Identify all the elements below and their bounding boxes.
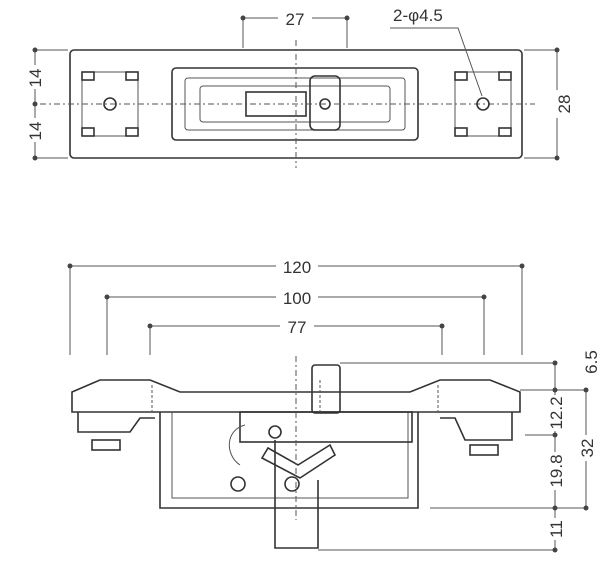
- bolt-body: [239, 411, 413, 443]
- dim-28: 28: [555, 95, 574, 114]
- dim-dot: [481, 294, 487, 300]
- slider-link: [260, 443, 337, 479]
- knob: [311, 364, 341, 414]
- dim-dot: [147, 323, 153, 329]
- dim-dot: [32, 101, 38, 107]
- label-bg: [555, 90, 575, 118]
- label-bg: [278, 8, 312, 28]
- right-clip: [440, 412, 513, 441]
- pocket-tab: [498, 127, 512, 137]
- left-pocket: [81, 71, 139, 137]
- pocket-tab: [125, 127, 139, 137]
- screw-hole-right: [476, 97, 490, 111]
- label-bg: [26, 118, 44, 142]
- side-view: 120 100 77: [67, 256, 600, 553]
- dim-dot: [344, 15, 350, 21]
- label-bg: [546, 518, 564, 540]
- dim-dot: [552, 432, 558, 438]
- dim-120: 120: [283, 258, 311, 277]
- pocket-tab: [81, 127, 95, 137]
- dim-dot: [519, 263, 525, 269]
- right-nut: [469, 444, 499, 456]
- housing-inner: [171, 412, 409, 499]
- dim-19-8: 19.8: [547, 454, 566, 487]
- knob: [309, 75, 341, 131]
- dim-11: 11: [547, 520, 566, 538]
- dim-14-lower: 14: [26, 122, 45, 141]
- label-bg: [276, 256, 318, 276]
- dim-dot: [32, 155, 38, 161]
- pocket-tab: [81, 71, 95, 81]
- dim-dot: [583, 387, 589, 393]
- housing: [159, 412, 419, 509]
- label-bg: [546, 452, 564, 490]
- rivet: [284, 476, 300, 492]
- dim-dot: [552, 547, 558, 553]
- left-clip: [77, 412, 155, 433]
- dim-32: 32: [578, 439, 597, 458]
- right-pocket: [454, 71, 512, 137]
- dim-27: 27: [286, 10, 305, 29]
- label-bg: [26, 65, 44, 89]
- label-bg: [577, 435, 595, 461]
- pocket-tab: [125, 71, 139, 81]
- spring: [228, 424, 246, 466]
- dim-77: 77: [288, 318, 307, 337]
- label-bg: [276, 287, 318, 307]
- dim-12-2: 12.2: [547, 396, 566, 429]
- top-view: 27 2-φ4.5 14 14 28: [26, 6, 575, 168]
- dim-dot: [240, 15, 246, 21]
- dim-dot: [552, 505, 558, 511]
- dim-dot: [67, 263, 73, 269]
- tongue: [274, 440, 319, 549]
- dim-holes: 2-φ4.5: [393, 6, 443, 25]
- pocket-tab: [454, 127, 468, 137]
- dim-6-5: 6.5: [582, 350, 600, 374]
- dim-dot: [554, 155, 560, 161]
- pocket-tab: [454, 71, 468, 81]
- dim-14-upper: 14: [26, 69, 45, 88]
- dim-100: 100: [283, 289, 311, 308]
- label-bg: [280, 316, 314, 336]
- dim-dot: [552, 360, 558, 366]
- dim-dot: [552, 387, 558, 393]
- dim-dot: [583, 505, 589, 511]
- left-nut: [91, 439, 121, 451]
- rivet: [230, 476, 246, 492]
- screw-hole-left: [103, 97, 117, 111]
- dim-dot: [104, 294, 110, 300]
- dim-dot: [32, 47, 38, 53]
- pocket-tab: [498, 71, 512, 81]
- leader-line: [390, 27, 483, 97]
- dim-dot: [439, 323, 445, 329]
- pivot: [268, 425, 282, 439]
- dim-dot: [554, 47, 560, 53]
- label-bg: [546, 395, 564, 431]
